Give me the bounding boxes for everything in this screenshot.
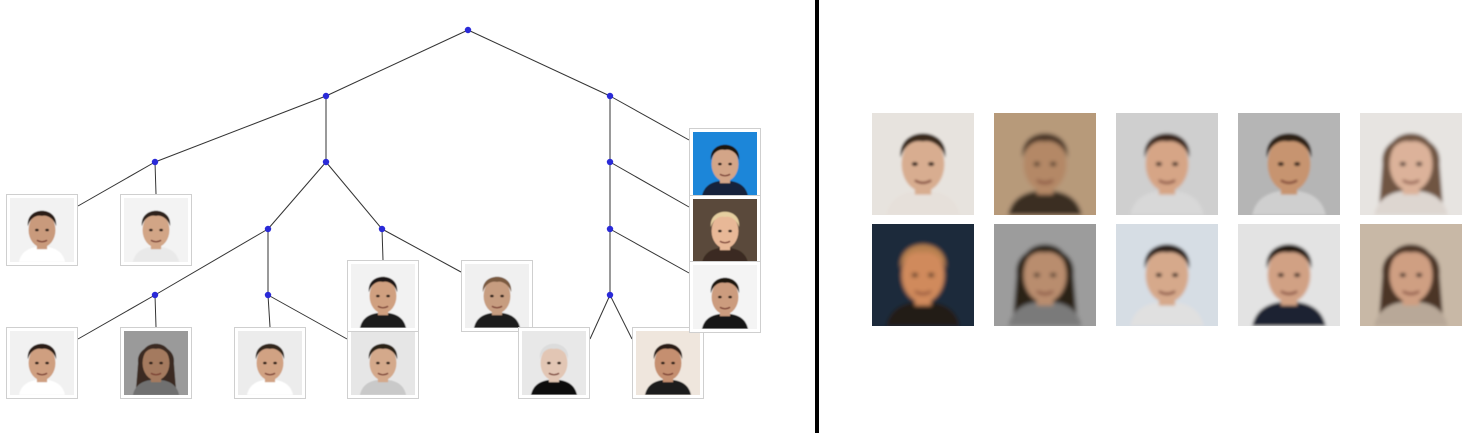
sample-face-image [1116, 224, 1218, 326]
tree-edge [325, 161, 383, 230]
sample-face-image [994, 113, 1096, 215]
tree-edge [609, 95, 690, 141]
sample-face-image [1238, 224, 1340, 326]
tree-edge [381, 228, 462, 273]
tree-leaf-face-image [461, 260, 533, 332]
tree-edge [609, 161, 690, 208]
sample-face-image [1238, 113, 1340, 215]
tree-leaf-face-image [347, 327, 419, 399]
tree-node [606, 291, 614, 299]
tree-node [151, 291, 159, 299]
tree-leaf-face-image [347, 260, 419, 332]
tree-edge [154, 161, 157, 195]
tree-node [606, 225, 614, 233]
tree-edge [267, 294, 348, 340]
tree-leaf-face-image [6, 327, 78, 399]
sample-face-image [872, 113, 974, 215]
tree-leaf-face-image [120, 327, 192, 399]
panel-divider [815, 0, 819, 433]
tree-edge [77, 161, 156, 207]
tree-edge [154, 95, 327, 163]
tree-leaf-face-image [689, 195, 761, 267]
tree-edge [589, 294, 611, 340]
tree-leaf-face-image [6, 194, 78, 266]
tree-edge [77, 294, 156, 340]
tree-leaf-face-image [234, 327, 306, 399]
tree-edge [154, 228, 269, 296]
tree-edge [467, 29, 611, 97]
tree-leaf-face-image [689, 261, 761, 333]
tree-nodes [151, 26, 614, 299]
tree-edge [267, 294, 271, 328]
sample-face-image [1116, 113, 1218, 215]
tree-node [322, 158, 330, 166]
tree-leaf-face-image [518, 327, 590, 399]
sample-face-image [994, 224, 1096, 326]
tree-node [378, 225, 386, 233]
tree-edge [609, 228, 690, 274]
tree-edge [267, 161, 327, 230]
sample-face-image [872, 224, 974, 326]
tree-node [322, 92, 330, 100]
tree-node [606, 92, 614, 100]
tree-diagram [77, 26, 690, 340]
tree-node [264, 225, 272, 233]
sample-face-image [1360, 224, 1462, 326]
tree-edge [325, 29, 469, 97]
tree-leaf-face-image [120, 194, 192, 266]
tree-edges [77, 29, 690, 340]
tree-edge [609, 294, 633, 340]
tree-node [264, 291, 272, 299]
sample-face-image [1360, 113, 1462, 215]
tree-node [464, 26, 472, 34]
tree-edge [154, 294, 157, 328]
tree-node [606, 158, 614, 166]
tree-leaf-face-image [632, 327, 704, 399]
tree-edge [381, 228, 384, 261]
tree-node [151, 158, 159, 166]
tree-leaf-face-image [689, 128, 761, 200]
